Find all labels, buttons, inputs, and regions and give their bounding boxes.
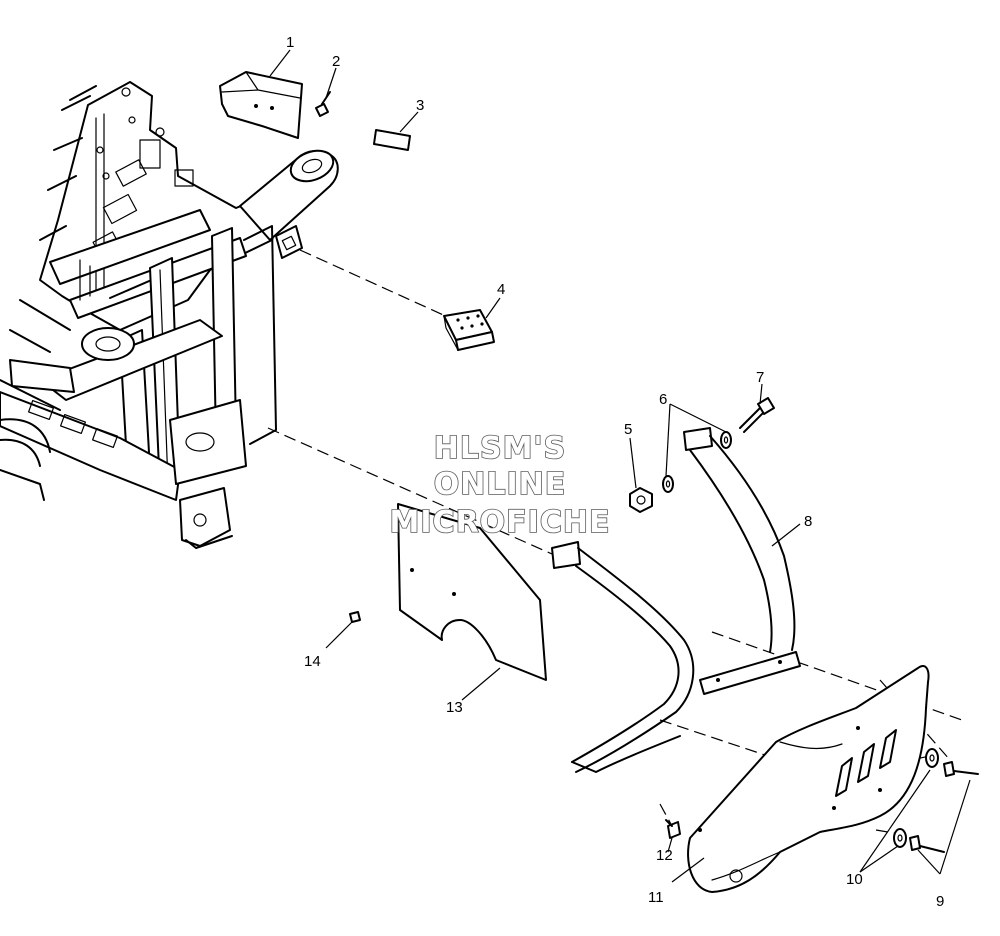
part-10-washers: [893, 748, 939, 848]
callout-9: 9: [936, 893, 944, 910]
watermark-line-2: ONLINE: [434, 467, 567, 502]
callout-2: 2: [332, 53, 340, 70]
callout-12: 12: [656, 847, 673, 864]
callout-11: 11: [648, 889, 664, 906]
callout-14: 14: [304, 653, 321, 670]
part-3-decal: [373, 129, 411, 151]
callout-3: 3: [416, 97, 424, 114]
part-9-bolts: [909, 761, 979, 853]
part-5-nut: [629, 487, 653, 513]
callout-7: 7: [756, 369, 764, 386]
part-7-bolt: [739, 397, 775, 433]
part-14-rivet: [349, 611, 361, 623]
part-6-washers: [662, 431, 732, 493]
leader-lines: [269, 49, 971, 883]
part-1-bracket: [219, 71, 303, 139]
part-12-bolt: [665, 819, 681, 839]
callout-6: 6: [659, 391, 667, 408]
part-11-skid-plate: [687, 664, 930, 893]
watermark-line-1: HLSM'S: [434, 431, 566, 466]
part-13-flap: [397, 503, 547, 681]
callout-1: 1: [286, 34, 294, 51]
callout-4: 4: [497, 281, 505, 298]
callout-10: 10: [846, 871, 863, 888]
callout-13: 13: [446, 699, 463, 716]
watermark-line-3: MICROFICHE: [390, 505, 611, 540]
watermark: HLSM'S ONLINE MICROFICHE: [389, 430, 611, 541]
frame-assembly: [0, 81, 339, 549]
callout-8: 8: [804, 513, 812, 530]
callout-labels: 1 2 3 4 5 6 7 8 9 10 11 12 13 14: [286, 34, 944, 910]
part-4-plug: [443, 309, 495, 351]
callout-5: 5: [624, 421, 632, 438]
part-8-bumper: [551, 427, 801, 773]
part-2-screw: [315, 91, 331, 117]
